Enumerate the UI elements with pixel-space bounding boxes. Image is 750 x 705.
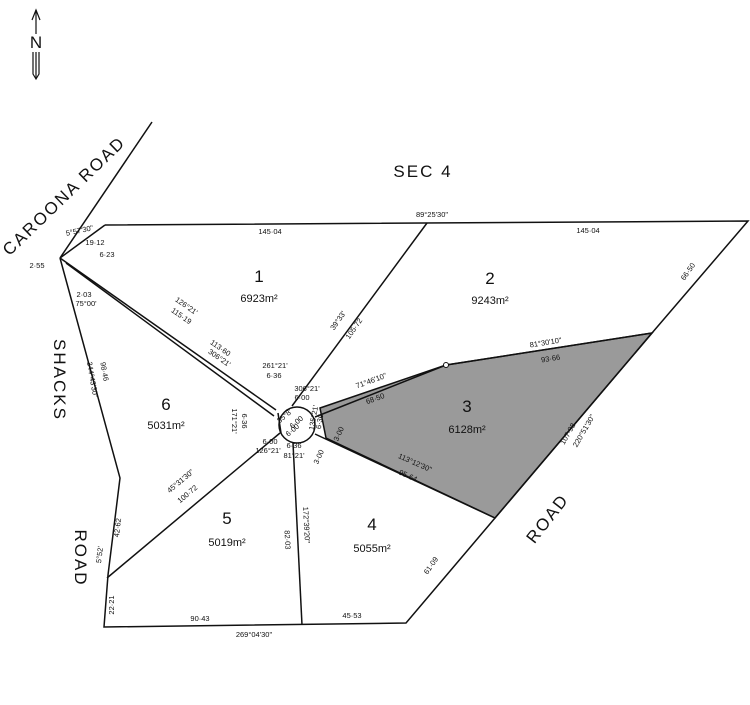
nw-corner-line	[59, 224, 106, 259]
dim-top-right: 145·04	[576, 226, 599, 235]
dim-c-636d: 6·36	[314, 413, 325, 429]
dim-nw-255: 2·55	[29, 261, 44, 270]
dim-d45-len: 82·03	[283, 530, 293, 550]
dim-c-171: 171°21'	[230, 408, 239, 434]
lot-4-area: 5055m²	[353, 543, 391, 555]
access-handle-line-lower	[65, 262, 275, 417]
dim-d12-len: 105·72	[344, 316, 365, 340]
lot-6-handle-end	[277, 412, 282, 434]
dim-c-261: 261°21'	[262, 361, 288, 370]
dim-nw-75: 75°00'	[75, 299, 97, 308]
road-label-right: ROAD	[523, 490, 573, 547]
lot-1-area: 6923m²	[240, 293, 278, 305]
sec-4-label: SEC 4	[393, 162, 452, 181]
lot-2-3-boundary	[314, 364, 447, 418]
caroona-road-boundary	[59, 121, 153, 259]
north-label: N	[30, 33, 42, 52]
lot-4-5-boundary	[292, 442, 303, 626]
dim-c-600a: 6·00	[294, 393, 309, 402]
lot-3-shaded-area	[319, 331, 654, 519]
dim-nw-623: 6·23	[99, 250, 114, 259]
dim-e-66: 66·50	[679, 261, 697, 282]
dim-se-609: 61·09	[422, 555, 440, 576]
lot-1-2-boundary	[291, 222, 428, 407]
lot-1-number: 1	[254, 267, 263, 286]
lot-2-area: 9243m²	[471, 295, 509, 307]
dim-top3-len: 93·66	[540, 353, 560, 365]
dim-c-600-left: 6·00	[262, 437, 277, 446]
dim-c-1269: 126°21'	[255, 446, 281, 455]
dim-bot-left: 90·43	[190, 614, 209, 623]
lot-3-number: 3	[462, 397, 471, 416]
dim-w-len: 98·46	[98, 361, 110, 381]
access-handle-line-upper	[59, 257, 277, 411]
dim-c-636a: 6·36	[266, 371, 281, 380]
dim-w-bear: 344°43'30"	[85, 361, 100, 399]
lot-3-4-boundary	[314, 433, 496, 519]
lot-5-area: 5019m²	[208, 537, 246, 549]
dim-bot-right: 45·53	[342, 611, 361, 620]
dim-top-left: 145·04	[258, 227, 281, 236]
central-turning-circle	[278, 406, 316, 444]
dim-c-6362: 6·36	[240, 413, 249, 428]
dim-d12-bear: 39°33'	[328, 309, 348, 332]
north-arrow-icon: N	[30, 8, 42, 81]
dim-c-81: 81°21'	[283, 451, 305, 460]
dim-top-bearing: 89°25'30"	[416, 210, 448, 219]
lot-6-area: 5031m²	[147, 420, 185, 432]
dim-sw-bear: 5°52'	[94, 545, 105, 563]
lot-4-number: 4	[367, 515, 376, 534]
lot-3-area: 6128m²	[448, 424, 486, 436]
dim-c-1358: 135°21'	[307, 404, 320, 431]
lot-6-number: 6	[161, 395, 170, 414]
dim-nw-203: 2·03	[76, 290, 91, 299]
lot-2-number: 2	[485, 269, 494, 288]
dim-bot-bearing: 269°04'30"	[236, 630, 273, 639]
dim-sw-short: 22·21	[107, 595, 116, 614]
shacks-label: SHACKS	[50, 339, 69, 421]
dim-nw-19: 19·12	[85, 238, 104, 247]
caroona-road-label: CAROONA ROAD	[0, 133, 129, 260]
outer-boundary	[59, 220, 750, 628]
road-label-left: ROAD	[71, 529, 90, 586]
dim-d45-bear: 172°39'20"	[301, 507, 312, 544]
dim-c-636c: 6·36	[286, 441, 301, 450]
lot-5-number: 5	[222, 509, 231, 528]
lot-5-6-boundary	[106, 432, 281, 579]
lot-2-3-boundary-east	[445, 332, 653, 366]
dim-c-300b: 3·00	[311, 448, 326, 465]
dim-c-306: 306°21'	[294, 384, 320, 393]
dim-sw-len: 42·62	[112, 518, 123, 538]
survey-mark-icon	[443, 362, 449, 368]
